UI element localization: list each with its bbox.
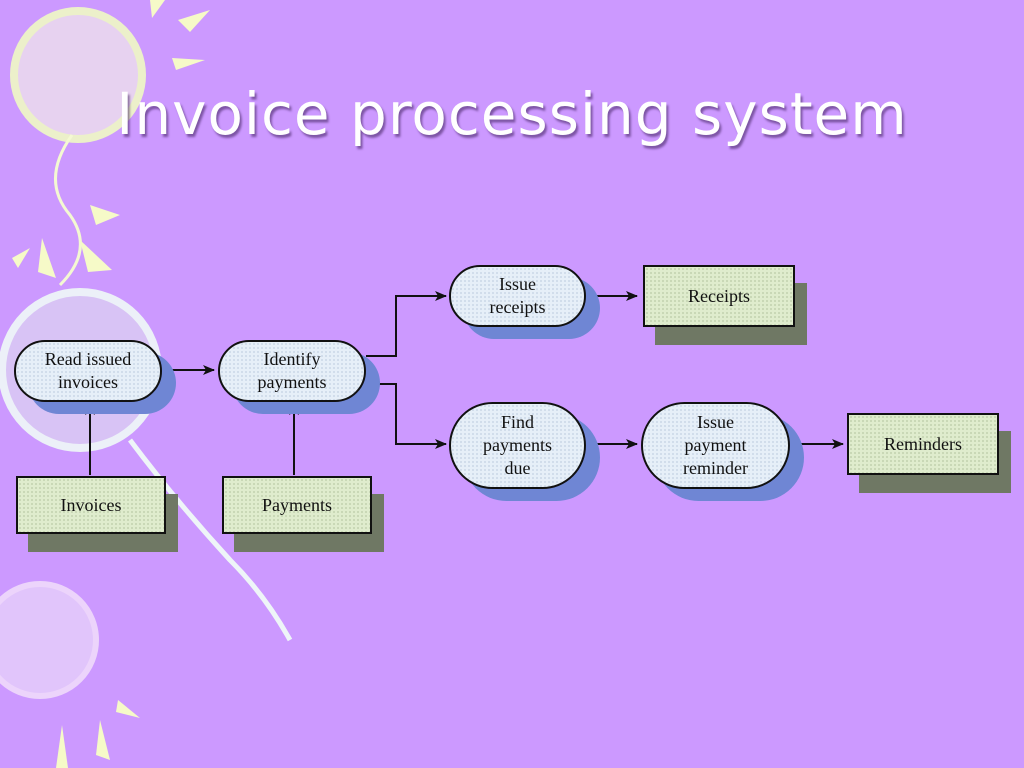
process-issue-payment-reminder: Issue payment reminder	[641, 402, 790, 489]
arrow-identify-to-find	[366, 383, 447, 449]
store-receipts: Receipts	[643, 265, 795, 327]
store-payments: Payments	[222, 476, 372, 534]
process-identify-payments: Identify payments	[218, 340, 366, 402]
process-issue-receipts: Issue receipts	[449, 265, 586, 327]
store-invoices: Invoices	[16, 476, 166, 534]
process-find-payments-due: Find payments due	[449, 402, 586, 489]
process-read-issued-invoices: Read issued invoices	[14, 340, 162, 402]
slide-title: Invoice processing system	[116, 80, 908, 148]
arrow-identify-to-receipts	[366, 291, 447, 357]
store-reminders: Reminders	[847, 413, 999, 475]
